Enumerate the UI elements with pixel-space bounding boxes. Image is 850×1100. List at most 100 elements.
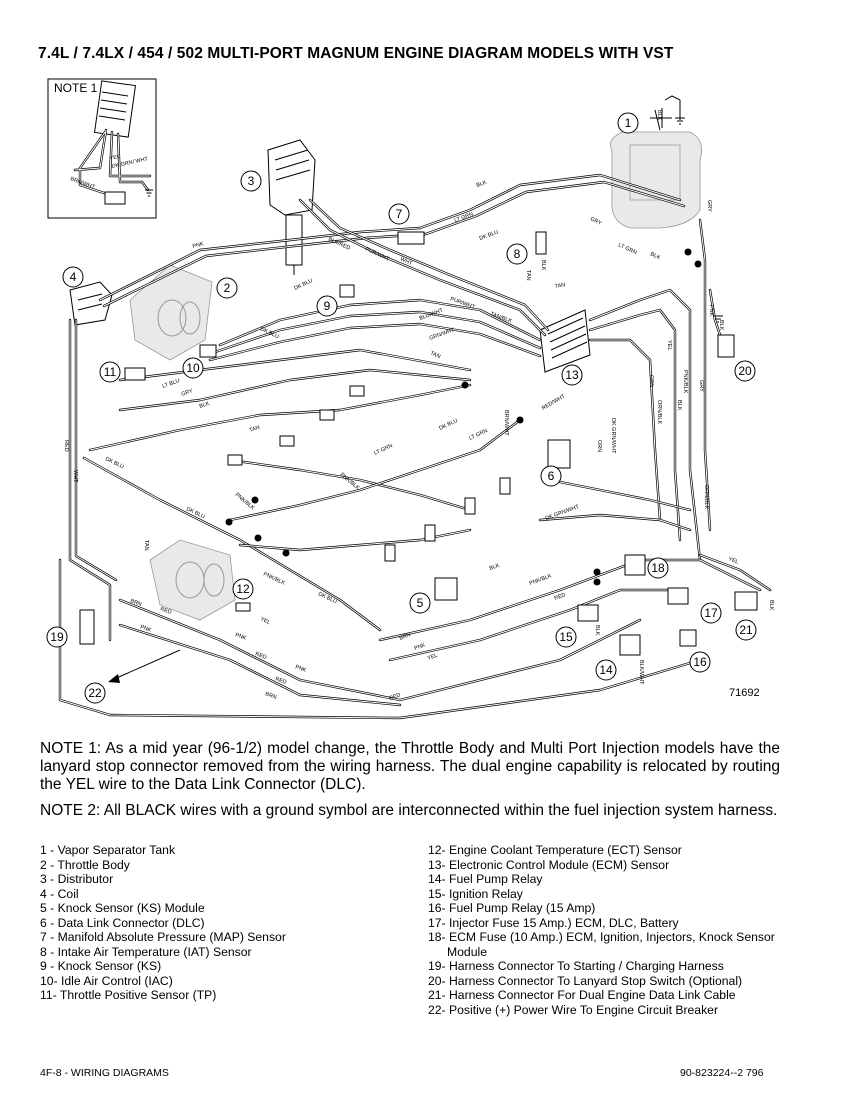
svg-text:WHT: WHT — [399, 256, 413, 267]
svg-text:PNK: PNK — [234, 632, 247, 642]
note1-inset: NOTE 1 BRN/WHT YEL DK GRN/ WHT — [47, 78, 157, 219]
svg-text:14: 14 — [599, 663, 613, 677]
legend-item: 3 - Distributor — [40, 872, 114, 886]
legend-item: 21- Harness Connector For Dual Engine Da… — [428, 988, 736, 1002]
svg-text:GRN/WHT: GRN/WHT — [429, 327, 456, 342]
legend-item: 19- Harness Connector To Starting / Char… — [428, 959, 724, 973]
svg-text:5: 5 — [417, 596, 424, 610]
legend-item: 14- Fuel Pump Relay — [428, 872, 543, 886]
svg-text:PNK: PNK — [294, 664, 307, 674]
svg-text:DK BLU: DK BLU — [479, 229, 500, 241]
svg-text:20: 20 — [738, 364, 752, 378]
svg-text:10: 10 — [186, 361, 200, 375]
svg-text:GRN: GRN — [648, 375, 654, 387]
svg-text:PNK/BLK: PNK/BLK — [262, 571, 286, 586]
svg-text:GRY: GRY — [706, 200, 712, 212]
svg-text:PNK: PNK — [139, 624, 152, 634]
callout-15: 15 — [555, 626, 577, 648]
svg-text:BRN/WHT: BRN/WHT — [503, 410, 509, 436]
svg-text:13: 13 — [565, 368, 579, 382]
svg-text:1: 1 — [625, 116, 632, 130]
svg-text:YEL: YEL — [666, 340, 672, 350]
svg-text:BLK: BLK — [676, 400, 682, 411]
svg-text:BRN/WHT: BRN/WHT — [69, 176, 96, 191]
legend-item: 17- Injector Fuse 15 Amp.) ECM, DLC, Bat… — [428, 915, 679, 930]
figure-number: 71692 — [729, 687, 760, 699]
callout-21: 21 — [735, 619, 757, 641]
page-title: 7.4L / 7.4LX / 454 / 502 MULTI-PORT MAGN… — [38, 45, 674, 62]
svg-text:TAN: TAN — [525, 270, 531, 281]
svg-text:DK BLU: DK BLU — [104, 456, 125, 470]
legend-item: 15- Ignition Relay — [428, 886, 523, 901]
svg-text:BLK: BLK — [718, 320, 724, 331]
svg-text:PNK: PNK — [708, 305, 714, 317]
svg-text:PNK: PNK — [192, 241, 205, 250]
svg-text:RED: RED — [274, 676, 287, 686]
svg-text:BRN: BRN — [129, 598, 142, 608]
callout-7: 7 — [388, 203, 410, 225]
svg-text:RED: RED — [254, 651, 267, 661]
injectors — [227, 385, 511, 562]
footer-left: 4F-8 - WIRING DIAGRAMS — [40, 1067, 169, 1079]
junction-dots — [225, 248, 702, 586]
svg-text:PNK/BLK: PNK/BLK — [339, 472, 361, 492]
svg-text:BLK: BLK — [649, 251, 661, 261]
legend-item: 12- Engine Coolant Temperature (ECT) Sen… — [428, 843, 682, 857]
svg-text:BLK: BLK — [489, 563, 501, 572]
callout-6: 6 — [540, 465, 562, 487]
svg-text:TAN: TAN — [554, 282, 566, 290]
callout-19: 19 — [46, 626, 68, 648]
callout-3: 3 — [240, 170, 262, 192]
callout-16: 16 — [689, 651, 711, 673]
svg-text:4: 4 — [70, 270, 77, 284]
svg-text:ORN/BLK: ORN/BLK — [656, 400, 662, 424]
svg-text:2: 2 — [224, 281, 231, 295]
svg-text:YEL: YEL — [427, 653, 439, 662]
notes: NOTE 1: As a mid year (96-1/2) model cha… — [40, 740, 780, 828]
svg-text:YEL: YEL — [727, 556, 739, 565]
callout-2: 2 — [216, 277, 238, 299]
legend-item: 16- Fuel Pump Relay (15 Amp) — [428, 901, 596, 915]
svg-text:12: 12 — [236, 582, 250, 596]
svg-text:DK GRN/WHT: DK GRN/WHT — [610, 418, 616, 454]
legend-item: 5 - Knock Sensor (KS) Module — [40, 901, 205, 915]
callout-20: 20 — [734, 360, 756, 382]
svg-text:7: 7 — [396, 207, 403, 221]
legend-item: 22- Positive (+) Power Wire To Engine Ci… — [428, 1002, 719, 1017]
legend-item: 4 - Coil — [40, 886, 79, 901]
legend-left: 1 - Vapor Separator Tank 2 - Throttle Bo… — [40, 843, 400, 1003]
callout-5: 5 — [409, 592, 431, 614]
wiring-diagram: NOTE 1 BRN/WHT YEL DK GRN/ WHT — [46, 78, 774, 720]
svg-text:PNK: PNK — [414, 642, 427, 652]
svg-text:PNK/BLK: PNK/BLK — [529, 573, 553, 587]
svg-text:RED: RED — [554, 592, 567, 602]
connectors — [79, 231, 758, 656]
svg-text:BLK: BLK — [594, 625, 600, 636]
legend-item: 2 - Throttle Body — [40, 857, 130, 872]
wire-harness — [58, 173, 772, 720]
ground-symbols — [145, 117, 723, 323]
note1-label: NOTE 1 — [54, 81, 98, 95]
svg-text:ORN/BLK: ORN/BLK — [703, 485, 709, 509]
callout-11: 11 — [99, 361, 121, 383]
svg-text:6: 6 — [548, 469, 555, 483]
svg-text:8: 8 — [514, 247, 521, 261]
svg-text:RED: RED — [63, 440, 69, 452]
svg-text:11: 11 — [104, 365, 117, 379]
svg-text:16: 16 — [693, 655, 707, 669]
svg-text:LT GRN: LT GRN — [617, 242, 637, 256]
callout-18: 18 — [647, 557, 669, 579]
note-2: NOTE 2: All BLACK wires with a ground sy… — [40, 802, 778, 819]
svg-text:YEL: YEL — [109, 154, 120, 162]
legend-item: 1 - Vapor Separator Tank — [40, 843, 176, 857]
legend-item: 13- Electronic Control Module (ECM) Sens… — [428, 857, 670, 872]
note-1: NOTE 1: As a mid year (96-1/2) model cha… — [40, 740, 780, 793]
legend-item: 18- ECM Fuse (10 Amp.) ECM, Ignition, In… — [428, 930, 775, 959]
callout-17: 17 — [700, 602, 722, 624]
svg-text:15: 15 — [559, 630, 573, 644]
svg-text:BLK: BLK — [540, 260, 546, 271]
legend-item: 10- Idle Air Control (IAC) — [40, 973, 173, 988]
svg-text:BRN: BRN — [264, 691, 277, 701]
svg-text:BRN: BRN — [399, 632, 412, 642]
svg-text:22: 22 — [88, 686, 102, 700]
